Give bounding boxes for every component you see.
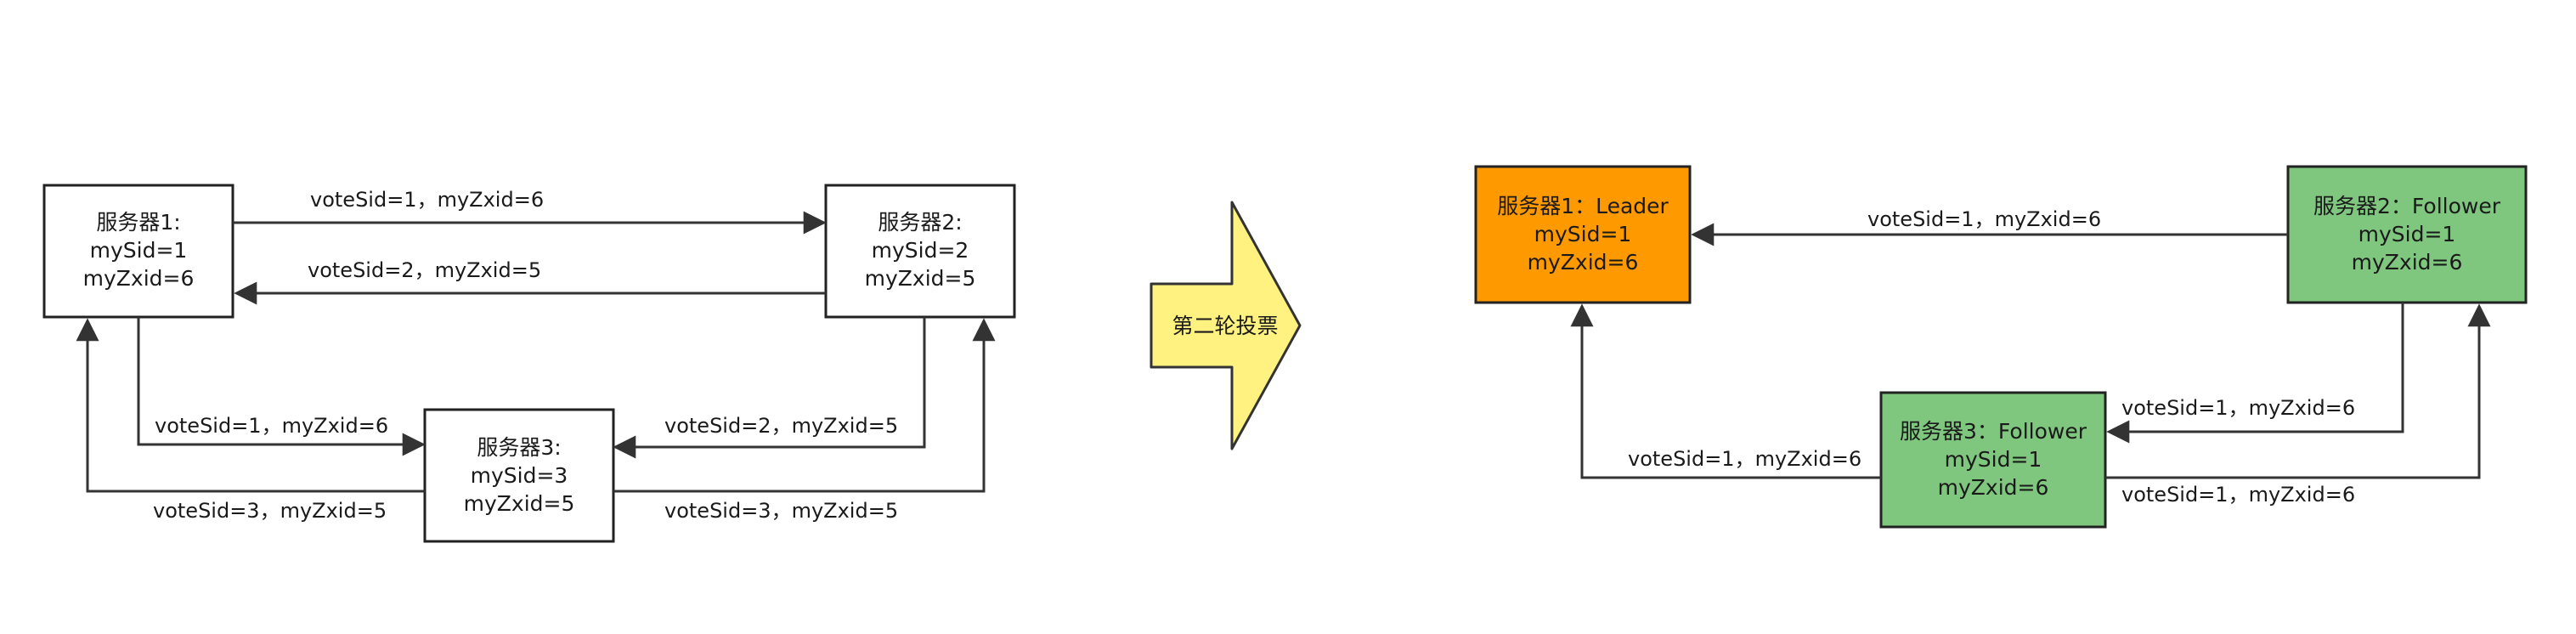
left-server2-node: 服务器2: mySid=2 myZxid=5	[824, 184, 1016, 319]
left-server3-sid: mySid=3	[471, 463, 568, 488]
left-edge-s1-to-s3-label: voteSid=1，myZxid=6	[155, 414, 388, 438]
left-server1-zxid: myZxid=6	[83, 266, 195, 291]
right-edge-s3-to-s2-label: voteSid=1，myZxid=6	[2121, 483, 2355, 507]
left-server1-sid: mySid=1	[90, 238, 188, 263]
left-edge-s3-to-s2	[613, 318, 996, 493]
left-server3-zxid: myZxid=5	[464, 491, 575, 516]
left-edge-s3-to-s1	[76, 318, 425, 493]
right-edge-s3-to-s2	[2105, 303, 2491, 479]
transition-arrow: 第二轮投票	[1150, 201, 1302, 450]
right-server3-sid: mySid=1	[1945, 447, 2042, 472]
left-edge-s3-to-s1-label: voteSid=3，myZxid=5	[153, 499, 387, 523]
right-server2-title: 服务器2：Follower	[2313, 194, 2501, 218]
left-server1-node: 服务器1: mySid=1 myZxid=6	[42, 184, 234, 319]
right-server2-follower-node: 服务器2：Follower mySid=1 myZxid=6	[2286, 165, 2528, 304]
right-edge-s3-to-s1-label: voteSid=1，myZxid=6	[1628, 447, 1861, 471]
left-server1-title: 服务器1:	[96, 210, 180, 235]
left-edge-s2-to-s1-label: voteSid=2，myZxid=5	[308, 258, 541, 282]
transition-label: 第二轮投票	[1172, 314, 1278, 338]
right-server2-zxid: myZxid=6	[2352, 250, 2463, 275]
left-server3-title: 服务器3:	[477, 435, 561, 460]
right-server3-zxid: myZxid=6	[1938, 475, 2049, 500]
right-edge-s2-to-s1-label: voteSid=1，myZxid=6	[1867, 207, 2101, 231]
left-edge-s3-to-s2-label: voteSid=3，myZxid=5	[664, 499, 898, 523]
left-server2-sid: mySid=2	[872, 238, 969, 263]
right-diagram: 服务器1：Leader mySid=1 myZxid=6 服务器2：Follow…	[1474, 165, 2528, 529]
right-edge-s2-to-s3	[2106, 303, 2404, 444]
right-server1-title: 服务器1：Leader	[1497, 194, 1669, 218]
left-diagram: 服务器1: mySid=1 myZxid=6 服务器2: mySid=2 myZ…	[42, 184, 1016, 543]
left-edge-s2-to-s3-label: voteSid=2，myZxid=5	[664, 414, 898, 438]
right-server1-leader-node: 服务器1：Leader mySid=1 myZxid=6	[1474, 165, 1692, 304]
right-edge-s3-to-s1	[1570, 303, 1881, 479]
left-server3-node: 服务器3: mySid=3 myZxid=5	[423, 408, 615, 543]
right-server1-zxid: myZxid=6	[1528, 250, 1639, 275]
left-server2-zxid: myZxid=5	[865, 266, 976, 291]
left-server2-title: 服务器2:	[878, 210, 962, 235]
right-server2-sid: mySid=1	[2359, 222, 2456, 246]
left-edge-s1-to-s2-label: voteSid=1，myZxid=6	[310, 188, 544, 212]
right-server1-sid: mySid=1	[1534, 222, 1632, 246]
right-server3-title: 服务器3：Follower	[1900, 419, 2087, 444]
right-server3-follower-node: 服务器3：Follower mySid=1 myZxid=6	[1879, 391, 2107, 529]
left-edge-s1-to-s3	[137, 317, 426, 456]
left-edge-s2-to-s3	[613, 317, 926, 459]
right-edge-s2-to-s3-label: voteSid=1，myZxid=6	[2121, 396, 2355, 420]
